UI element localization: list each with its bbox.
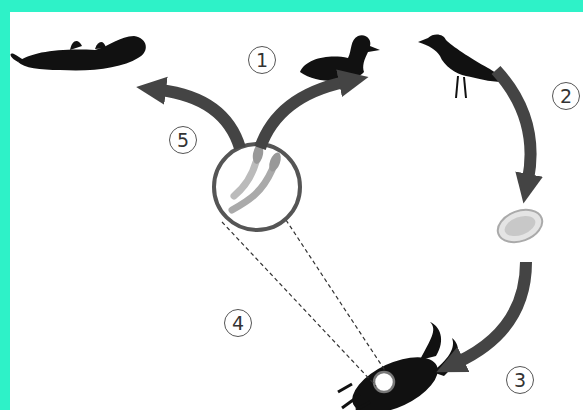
callout-number: 3 [514, 371, 526, 390]
callout-circle: 3 [506, 366, 534, 394]
zoom-leader-lines [222, 220, 386, 386]
callout-circle: 5 [169, 126, 197, 154]
crustacean-silhouette [338, 322, 458, 410]
callout-number: 4 [232, 314, 244, 333]
callout-circle: 2 [552, 82, 580, 110]
sea-otter-silhouette [11, 36, 146, 71]
callout-number: 2 [560, 87, 572, 106]
background [10, 12, 583, 410]
cycle-arrows [160, 70, 531, 362]
callout-number: 1 [256, 51, 268, 70]
duck-silhouette [300, 35, 380, 81]
magnified-parasite [214, 143, 300, 230]
callout-circle: 1 [248, 46, 276, 74]
callout-circle: 4 [224, 309, 252, 337]
callout-number: 5 [177, 131, 189, 150]
egg-illustration [493, 204, 546, 248]
gull-silhouette [418, 34, 503, 98]
